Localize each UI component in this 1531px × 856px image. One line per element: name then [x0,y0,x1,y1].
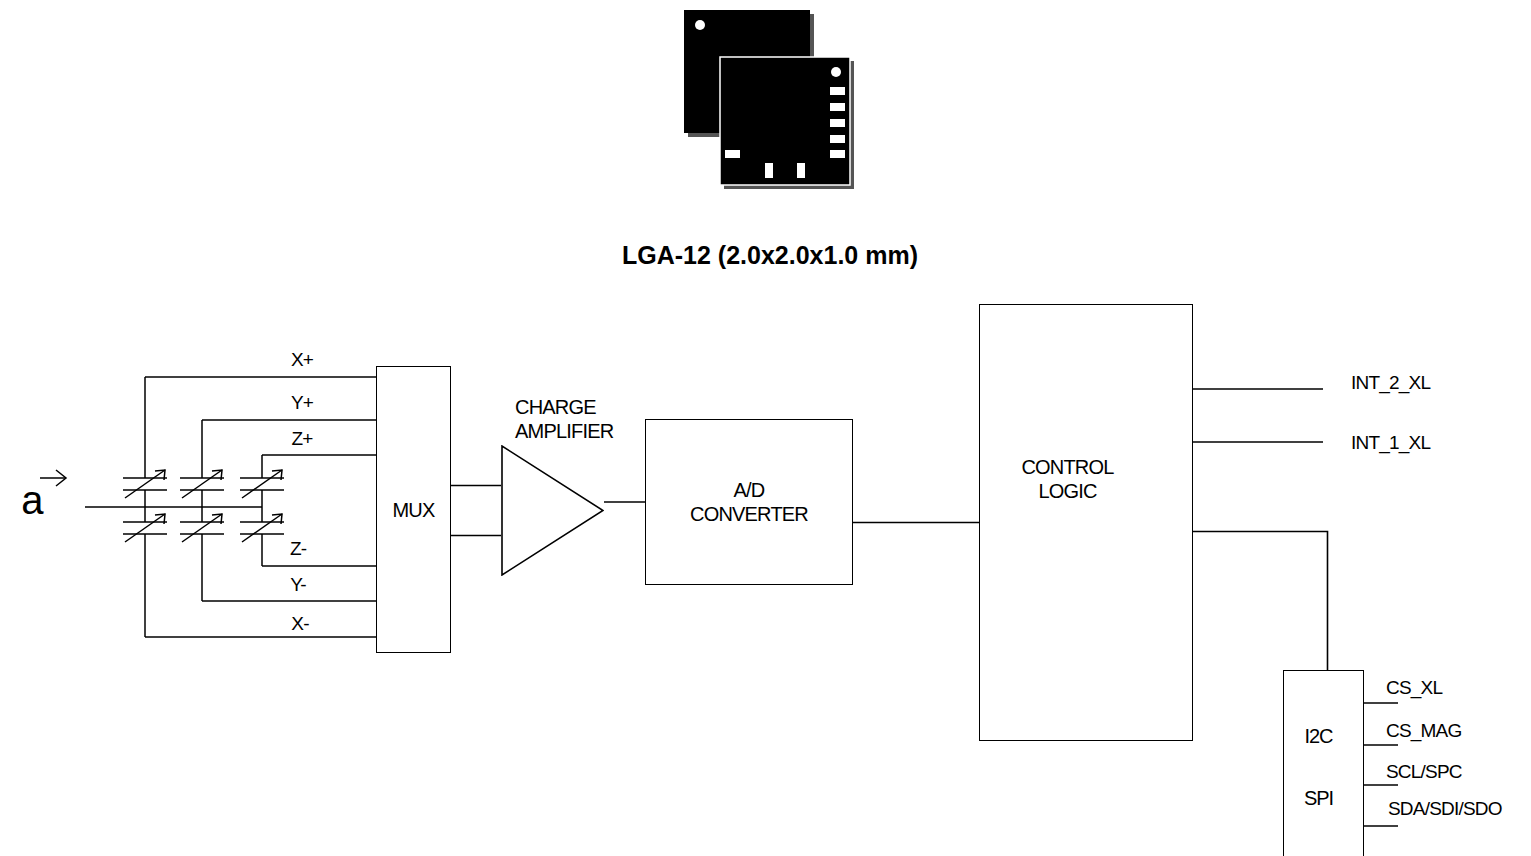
axis-label: Z+ [291,428,312,450]
control-logic-box: CONTROL LOGIC [979,304,1193,741]
node-label: SPI [1284,786,1353,810]
axis-label: X- [291,613,308,635]
amplifier-triangle [501,445,604,576]
mux-box: MUX [376,366,451,653]
pin-name: SDA/SDI/SDO [1388,798,1502,820]
node-label: I2C [1284,724,1353,748]
signal-name: INT_2_XL [1351,372,1430,394]
node-label: CONTROL LOGIC [1000,455,1135,503]
pin-name: CS_XL [1386,677,1442,699]
node-label: CHARGE AMPLIFIER [515,395,640,443]
signal-wire [451,535,501,537]
capacitor-array [123,377,284,637]
node-label: MUX [392,498,434,522]
axis-label: X+ [291,349,313,371]
acceleration-vector [40,470,262,507]
axis-label: Y+ [291,392,313,414]
adc-box: A/D CONVERTER [645,419,853,585]
signal-wire [604,501,645,503]
node-label: A/D CONVERTER [684,478,814,526]
axis-label: Z- [290,538,306,560]
vector-symbol: a [21,478,42,522]
interface-box: I2C SPI [1283,670,1364,856]
signal-name: INT_1_XL [1351,432,1430,454]
leader-lines [145,377,1398,826]
signal-wire [853,522,979,524]
axis-label: Y- [290,574,306,596]
package-title: LGA-12 (2.0x2.0x1.0 mm) [622,241,918,270]
chip-icon [684,10,854,189]
signal-wire [451,485,501,487]
pin-name: CS_MAG [1386,720,1461,742]
signal-wire [1193,532,1328,671]
charge-amplifier: CHARGE AMPLIFIER [501,445,604,576]
pin-name: SCL/SPC [1386,761,1462,783]
